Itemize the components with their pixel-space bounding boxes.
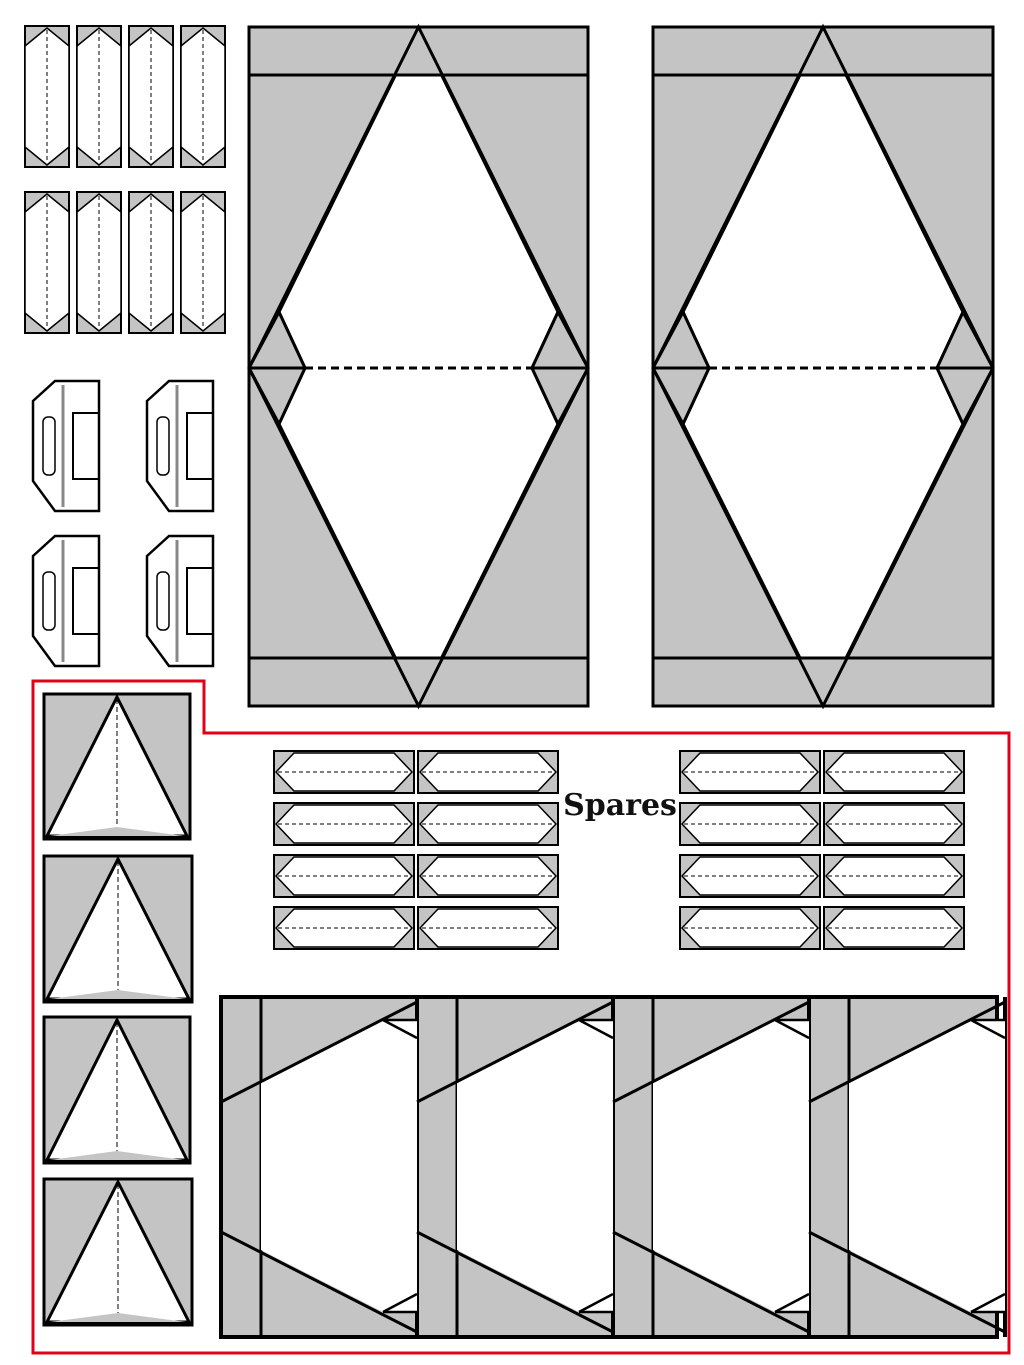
horizontal-strip — [417, 802, 559, 846]
horizontal-strip — [273, 750, 415, 794]
bracket-clip — [31, 379, 101, 513]
horizontal-strip — [273, 802, 415, 846]
horizontal-strip — [679, 750, 821, 794]
hexagon-panel — [808, 997, 1007, 1337]
hexagon-panel — [416, 997, 615, 1337]
bracket-clip-pieces — [31, 379, 215, 668]
horizontal-strip — [273, 854, 415, 898]
vertical-strip — [76, 191, 122, 334]
horizontal-strip — [417, 854, 559, 898]
triangle-piece — [42, 1015, 192, 1165]
hexagon-panel — [220, 997, 419, 1337]
triangle-pieces — [42, 692, 194, 1327]
hexagon-panel-row — [219, 995, 1007, 1339]
spares-border — [31, 679, 1011, 1355]
vertical-strip — [180, 191, 226, 334]
bracket-clip — [145, 379, 215, 513]
bracket-clip — [31, 534, 101, 668]
hexagon-panel — [612, 997, 811, 1337]
bracket-clip — [145, 534, 215, 668]
vertical-strip — [24, 191, 70, 334]
triangle-piece — [42, 692, 192, 841]
vertical-strip — [128, 25, 174, 168]
triangle-piece — [42, 854, 194, 1004]
vertical-strip — [128, 191, 174, 334]
vertical-strip — [180, 25, 226, 168]
vertical-strip-pieces — [24, 25, 226, 334]
horizontal-strip — [823, 750, 965, 794]
horizontal-strip — [273, 906, 415, 950]
horizontal-strip — [679, 906, 821, 950]
horizontal-strip — [679, 854, 821, 898]
horizontal-strip — [823, 854, 965, 898]
vertical-strip — [24, 25, 70, 168]
horizontal-strip — [823, 802, 965, 846]
horizontal-strip-spares — [273, 750, 965, 950]
spares-label: Spares — [563, 788, 677, 823]
diamond-panel — [651, 23, 995, 710]
horizontal-strip — [823, 906, 965, 950]
diamond-panel-pieces — [247, 23, 995, 710]
diamond-panel — [247, 23, 590, 710]
horizontal-strip — [679, 802, 821, 846]
horizontal-strip — [417, 906, 559, 950]
vertical-strip — [76, 25, 122, 168]
triangle-piece — [42, 1177, 194, 1327]
horizontal-strip — [417, 750, 559, 794]
